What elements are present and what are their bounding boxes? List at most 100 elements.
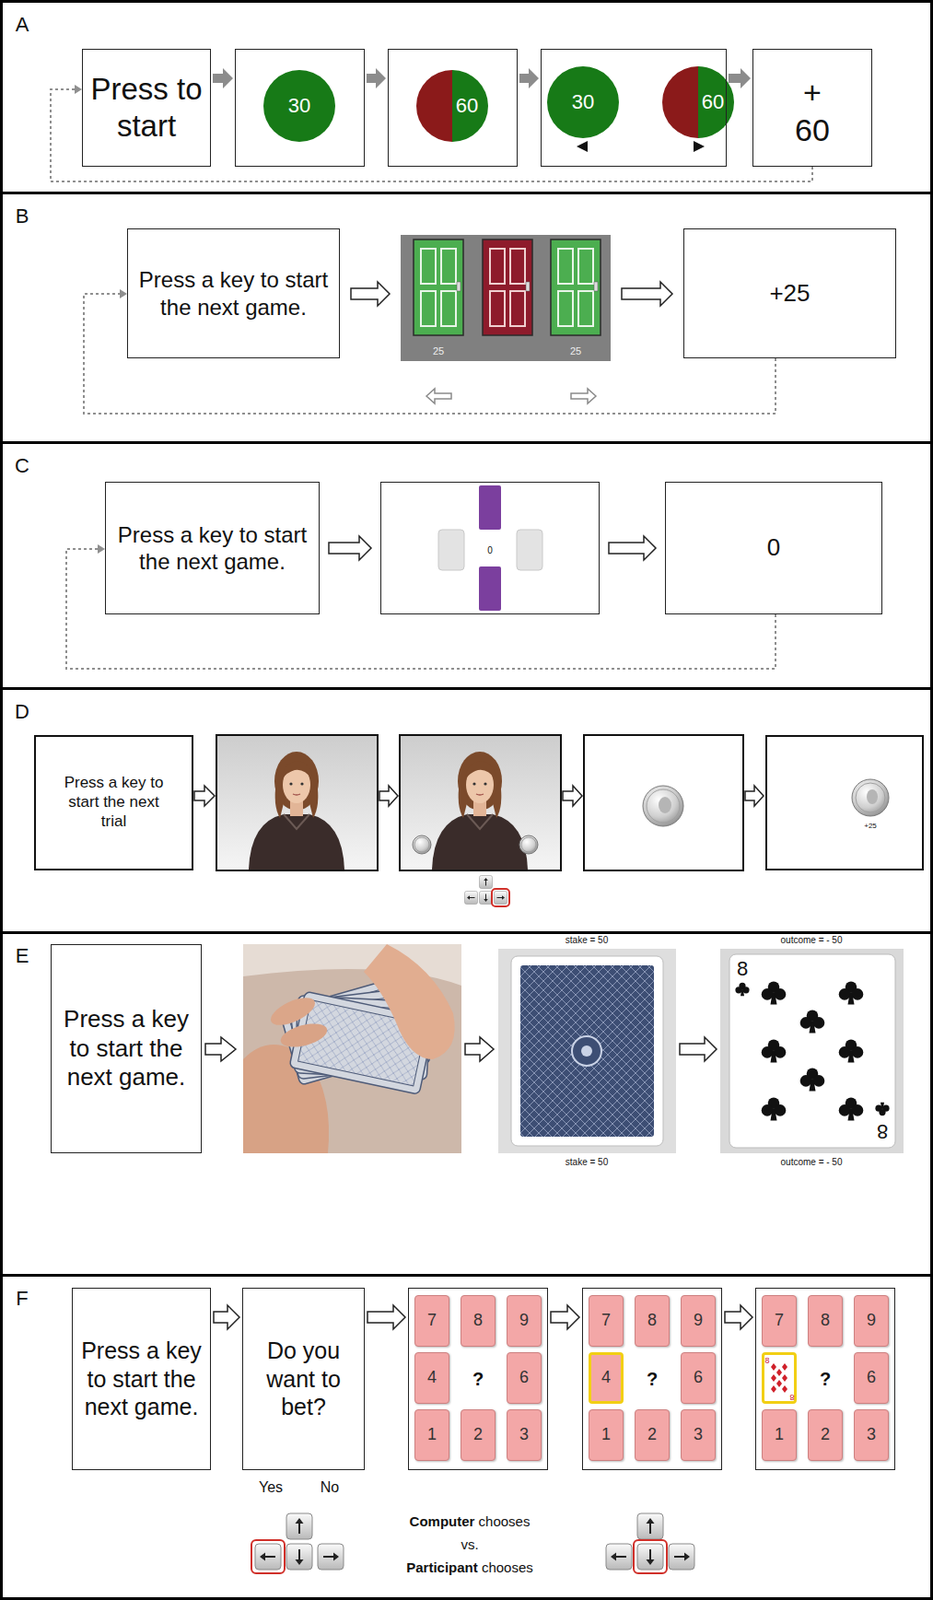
node-text: 7 — [415, 1310, 449, 1331]
avatar-screen — [281, 761, 313, 780]
node-text: Press a key to start the next game. — [78, 1336, 205, 1422]
note-text: chooses — [481, 1559, 534, 1575]
node-text: outcome = - 50 — [781, 1157, 843, 1167]
card: 3 — [853, 1409, 889, 1461]
text-box: +60 — [752, 48, 873, 167]
card-back — [511, 956, 664, 1146]
door-screen — [525, 281, 530, 292]
node-text: 1 — [762, 1424, 796, 1446]
card: 4 — [414, 1352, 450, 1404]
flow-arrow — [366, 68, 386, 89]
flow-arrow — [213, 1305, 240, 1330]
diamond-card — [761, 1352, 797, 1404]
door-screen — [578, 248, 594, 284]
node-text: 0 — [487, 546, 493, 556]
note-text: Participant — [406, 1559, 479, 1575]
keyboard-keys — [465, 891, 479, 905]
panel-letter: B — [15, 206, 30, 227]
avatar-screen — [289, 781, 292, 785]
diamond-card — [770, 1363, 788, 1393]
node-text: Do you want to bet? — [248, 1336, 359, 1422]
node-text: 2 — [461, 1424, 495, 1446]
card-back — [498, 948, 677, 1154]
step-arrow — [194, 785, 764, 1062]
keyboard-keys — [255, 1543, 281, 1570]
key-label: No — [320, 1480, 339, 1495]
node-text: 60 — [701, 92, 724, 113]
door-screen — [510, 291, 525, 327]
avatar-screen — [399, 734, 561, 871]
card: 7 — [761, 1294, 797, 1347]
node-text: 8 — [764, 1356, 770, 1365]
door-screen — [558, 248, 594, 327]
circle-stimulus — [263, 66, 735, 142]
block-arrow — [728, 68, 751, 89]
door-screen — [456, 281, 461, 292]
panel: CPress a key to start the next game.00 — [0, 441, 933, 690]
stimulus-image: stake = 50stake = 50 — [498, 932, 677, 1170]
note-text: chooses — [478, 1513, 531, 1529]
door-screen — [420, 248, 456, 327]
card-back — [571, 1036, 602, 1066]
screen-frame: ?78946123 — [408, 1287, 549, 1470]
flow-arrow — [550, 1305, 580, 1330]
flow-arrow — [728, 68, 751, 89]
coin — [646, 789, 680, 823]
coin — [855, 782, 886, 813]
card: 8 — [807, 1294, 843, 1347]
node-text: +25 — [863, 822, 877, 830]
node-text: Press a key to start the next game. — [133, 266, 334, 321]
step-arrow — [379, 785, 398, 806]
coin — [658, 796, 672, 814]
card-face — [761, 1038, 787, 1062]
card: 3 — [506, 1409, 542, 1461]
node-text: 8 — [808, 1310, 842, 1331]
node-text: stake = 50 — [565, 935, 608, 945]
text-box: Press a key to start the next game. — [71, 1287, 211, 1470]
screen-frame: ?789886123 — [755, 1287, 896, 1470]
keyboard-keys — [633, 1539, 667, 1574]
card-layout — [438, 529, 465, 571]
block-arrow — [366, 68, 386, 89]
hollow-arrow — [608, 536, 656, 560]
screen-frame: 30 — [234, 48, 365, 167]
text-box: Press a key to start the next game. — [127, 228, 340, 359]
key-label: Yes — [258, 1480, 283, 1495]
flow-arrow — [328, 536, 372, 560]
circle-stimulus — [452, 69, 489, 142]
panel-letter: E — [15, 945, 30, 967]
card-face — [734, 982, 749, 996]
diamond-card — [770, 1363, 777, 1371]
keyboard-keys — [668, 1543, 695, 1570]
shuffle-photo — [278, 1019, 330, 1052]
door-screen — [413, 239, 464, 336]
panel: DPress a key to start the next trial+25 — [0, 687, 933, 934]
diamond-card — [770, 1385, 777, 1393]
card: 3 — [680, 1409, 716, 1461]
node-text: 6 — [507, 1367, 541, 1388]
door-screen — [578, 291, 594, 327]
node-text: Press a key to start the next trial — [63, 773, 164, 831]
avatar-screen — [431, 814, 528, 870]
node-text: 9 — [854, 1310, 888, 1331]
keyboard-keys — [637, 1513, 664, 1540]
door-screen — [558, 248, 573, 284]
note-text: Computer — [409, 1513, 476, 1529]
card-face — [874, 1102, 889, 1116]
keyboard-keys — [637, 1543, 664, 1570]
keyboard-keys — [491, 888, 510, 907]
door-screen — [510, 248, 525, 284]
card: 7 — [414, 1294, 450, 1347]
avatar-screen — [466, 814, 493, 829]
door-screen — [400, 234, 611, 362]
card: 9 — [680, 1294, 716, 1347]
node-text: 1 — [589, 1424, 623, 1446]
door-screen — [489, 248, 525, 327]
node-text: ? — [472, 1369, 484, 1388]
hollow-arrow — [328, 536, 372, 560]
card-face — [800, 1067, 826, 1091]
door-screen — [489, 291, 505, 327]
card-back — [520, 965, 654, 1137]
key-arrow-icon — [426, 388, 452, 404]
node-text: 60 — [455, 95, 479, 117]
